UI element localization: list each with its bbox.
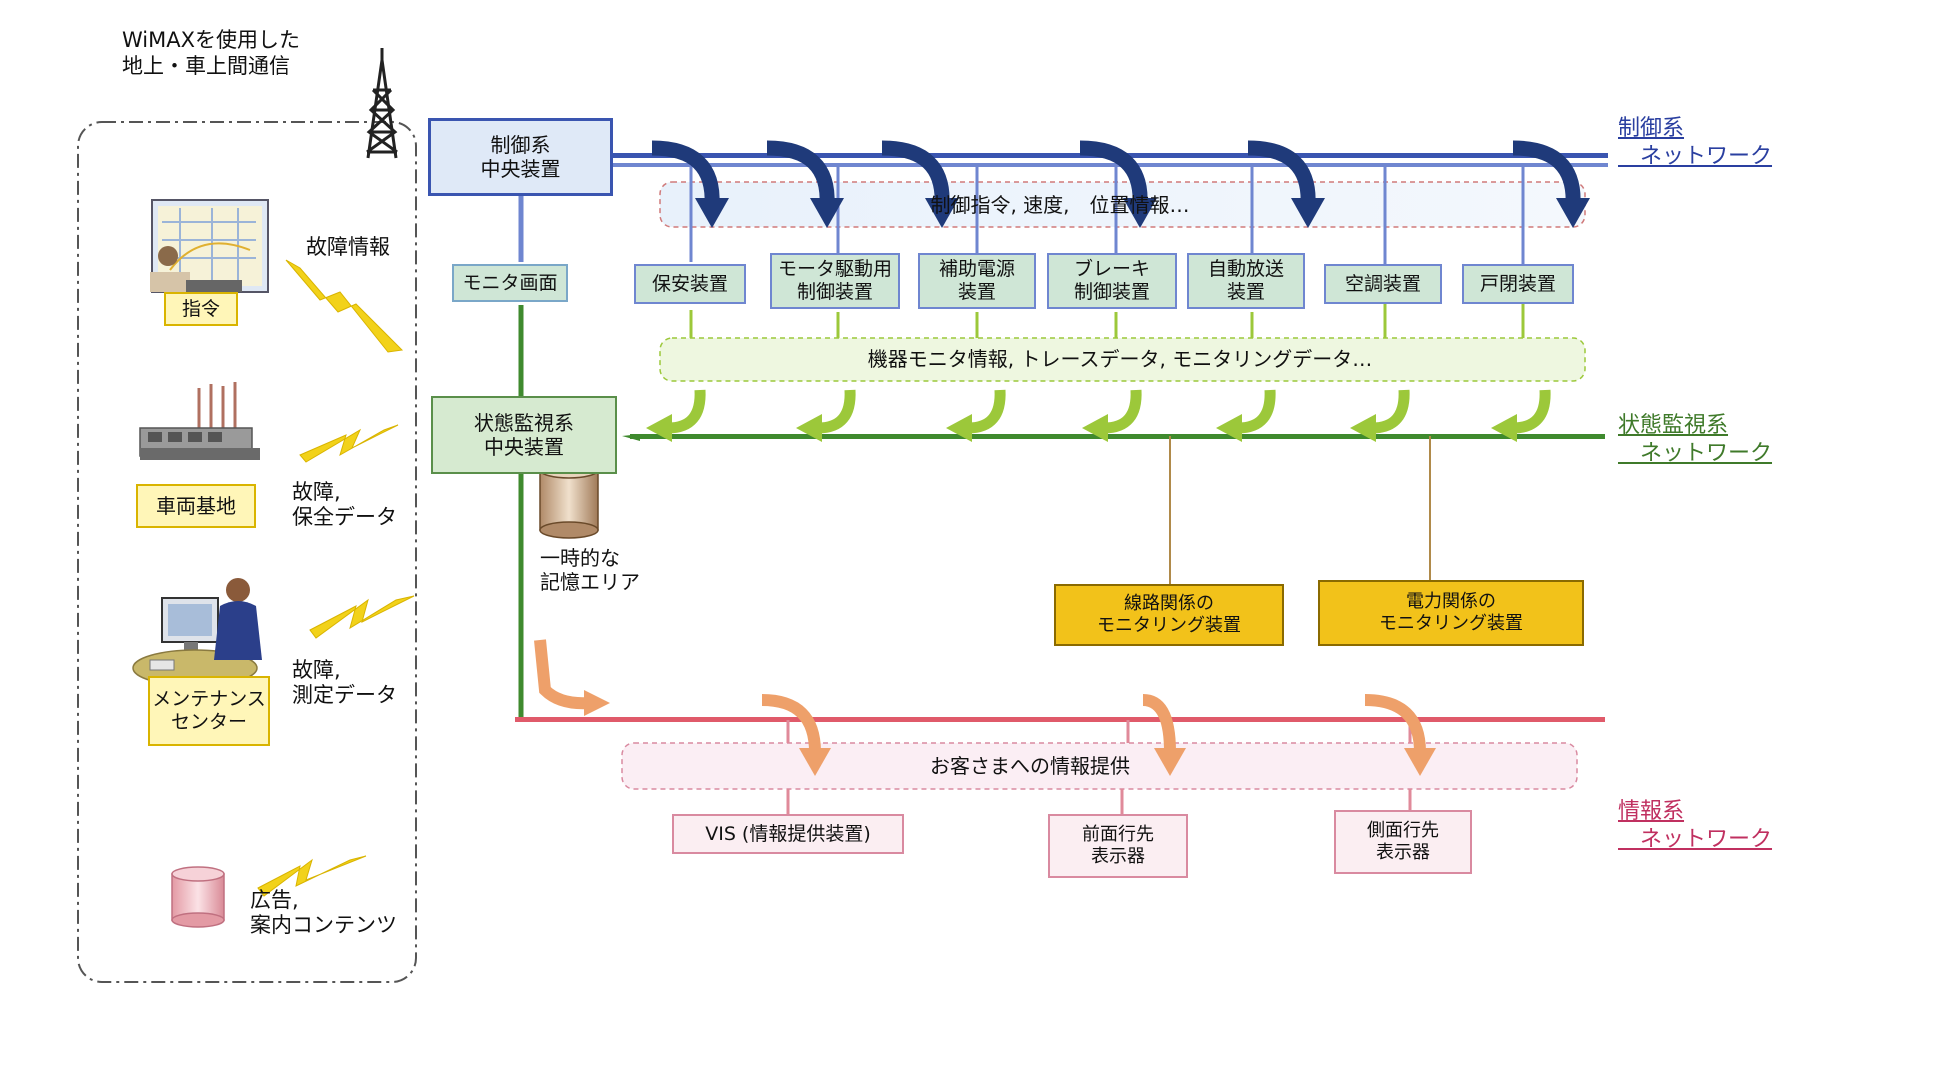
- status-central-unit: 状態監視系 中央装置: [431, 396, 617, 474]
- wimax-caption-line2: 地上・車上間通信: [122, 54, 290, 78]
- operator-desk-icon: [150, 199, 269, 293]
- factory-icon: [139, 382, 260, 460]
- maintenance-data-text: 故障, 測定データ: [292, 658, 397, 708]
- info-arrows: [761, 694, 1426, 753]
- radio-tower-icon: [366, 48, 398, 159]
- side-destination-display: 側面行先 表示器: [1334, 810, 1472, 874]
- control-band-text: 制御指令, 速度, 位置情報…: [930, 193, 1190, 217]
- info-band-text: お客さまへの情報提供: [930, 754, 1130, 778]
- device-brake-control: ブレーキ 制御装置: [1047, 253, 1177, 309]
- power-monitoring-device: 電力関係の モニタリング装置: [1318, 580, 1584, 646]
- control-central-unit: 制御系 中央装置: [428, 118, 613, 196]
- control-arrows: [651, 140, 1581, 206]
- vis-device: VIS (情報提供装置): [672, 814, 904, 854]
- device-safety: 保安装置: [634, 264, 746, 304]
- database-cylinder-icon: [171, 866, 225, 928]
- control-network-label: 制御系 ネットワーク: [1618, 116, 1773, 169]
- front-destination-display: 前面行先 表示器: [1048, 814, 1188, 878]
- device-auto-announce: 自動放送 装置: [1187, 253, 1305, 309]
- fault-info-text: 故障情報: [306, 235, 390, 259]
- lightning-icon: [257, 259, 415, 897]
- wimax-caption-line1: WiMAXを使用した: [122, 28, 301, 52]
- monitor-screen: モニタ画面: [452, 264, 568, 302]
- device-motor-control: モータ駆動用 制御装置: [770, 253, 900, 309]
- device-air-conditioning: 空調装置: [1324, 264, 1442, 304]
- track-monitoring-device: 線路関係の モニタリング装置: [1054, 584, 1284, 646]
- device-aux-power: 補助電源 装置: [918, 253, 1036, 309]
- info-network-label: 情報系 ネットワーク: [1618, 799, 1773, 852]
- status-arrows: [667, 389, 1551, 434]
- maintenance-center-label: メンテナンス センター: [148, 676, 270, 746]
- ground-systems-frame: [77, 121, 417, 983]
- status-band-text: 機器モニタ情報, トレースデータ, モニタリングデータ…: [867, 347, 1373, 371]
- depot-data-text: 故障, 保全データ: [292, 480, 397, 530]
- status-network-label: 状態監視系 ネットワーク: [1618, 413, 1773, 466]
- depot-label: 車両基地: [136, 484, 256, 528]
- storage-area-text: 一時的な 記憶エリア: [540, 546, 640, 594]
- ads-content-text: 広告, 案内コンテンツ: [250, 888, 397, 938]
- command-label: 指令: [164, 292, 238, 326]
- maintenance-worker-icon: [132, 578, 262, 687]
- device-door-control: 戸閉装置: [1462, 264, 1574, 304]
- database-cylinder-icon: [539, 461, 599, 539]
